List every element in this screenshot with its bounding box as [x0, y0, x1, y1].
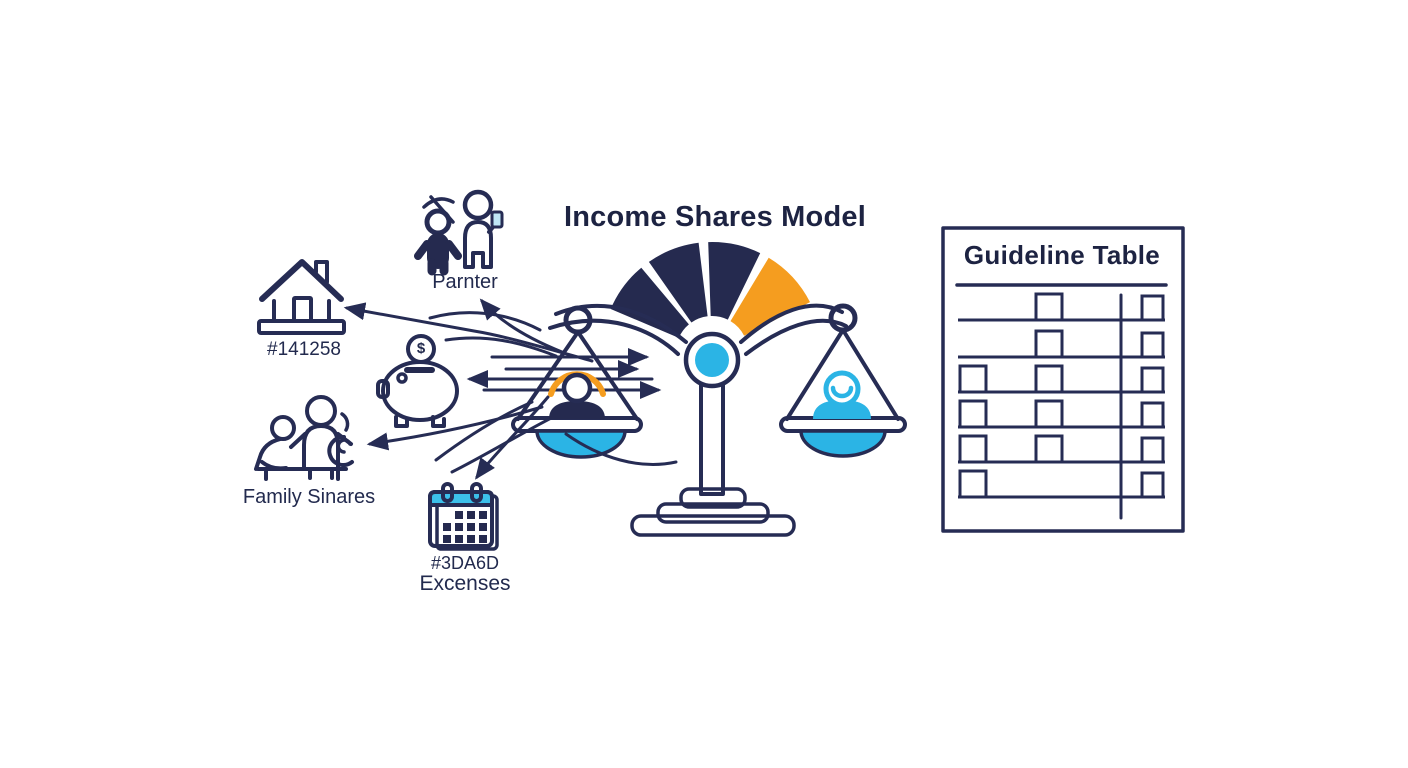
- guideline-table: [941, 226, 1185, 533]
- table-cell-square: [1034, 364, 1064, 394]
- flow-arrows: [343, 298, 678, 480]
- left-pan-parent-icon: [548, 371, 606, 419]
- calendar-label: Excenses: [419, 572, 511, 595]
- calendar-code-label: #3DA6D: [430, 553, 500, 573]
- table-cell-square: [958, 364, 988, 394]
- family-icon: [254, 395, 354, 481]
- main-title: Income Shares Model: [564, 201, 866, 233]
- table-cell-square: [1140, 294, 1165, 322]
- table-cell-square: [958, 399, 988, 429]
- right-pan-parent-icon: [813, 370, 871, 419]
- partner-icon: [414, 189, 504, 276]
- calendar-icon: [428, 482, 499, 551]
- table-cell-square: [1034, 399, 1064, 429]
- table-cell-square: [1140, 331, 1165, 359]
- arrow-to-family: [366, 405, 544, 451]
- fan-segment-orange: [730, 257, 810, 336]
- table-cell-square: [1140, 471, 1165, 499]
- house-icon: [257, 259, 346, 335]
- table-rows: [958, 292, 1165, 499]
- left-pan-ring: [563, 305, 593, 335]
- guideline-table-title: Guideline Table: [963, 240, 1161, 270]
- table-cell-square: [1140, 436, 1165, 464]
- partner-label: Parnter: [432, 271, 498, 293]
- table-cell-square: [1034, 434, 1064, 464]
- table-cell-square: [958, 434, 988, 464]
- table-cell-square: [1034, 329, 1064, 359]
- right-pan-ring: [828, 303, 858, 333]
- family-label: Family Sinares: [242, 486, 376, 508]
- calendar-date-squares: [443, 511, 487, 543]
- table-cell-square: [1140, 401, 1165, 429]
- right-bowl: [799, 429, 887, 458]
- piggy-bank-icon: [376, 334, 459, 428]
- fulcrum: [683, 331, 741, 389]
- scale-column: [699, 382, 725, 496]
- arrow-to-partner: [479, 298, 564, 354]
- fan-chart: [610, 242, 810, 338]
- table-cell-square: [1034, 292, 1064, 322]
- phone-icon: [490, 210, 504, 229]
- dollar-sign: $: [416, 340, 426, 357]
- arrow-to-house: [343, 302, 594, 363]
- table-cell-square: [958, 469, 988, 499]
- arrow-to-calendar: [474, 395, 550, 480]
- house-label: #141258: [267, 339, 341, 360]
- right-pan-strings: [785, 328, 900, 421]
- table-cell-square: [1140, 366, 1165, 394]
